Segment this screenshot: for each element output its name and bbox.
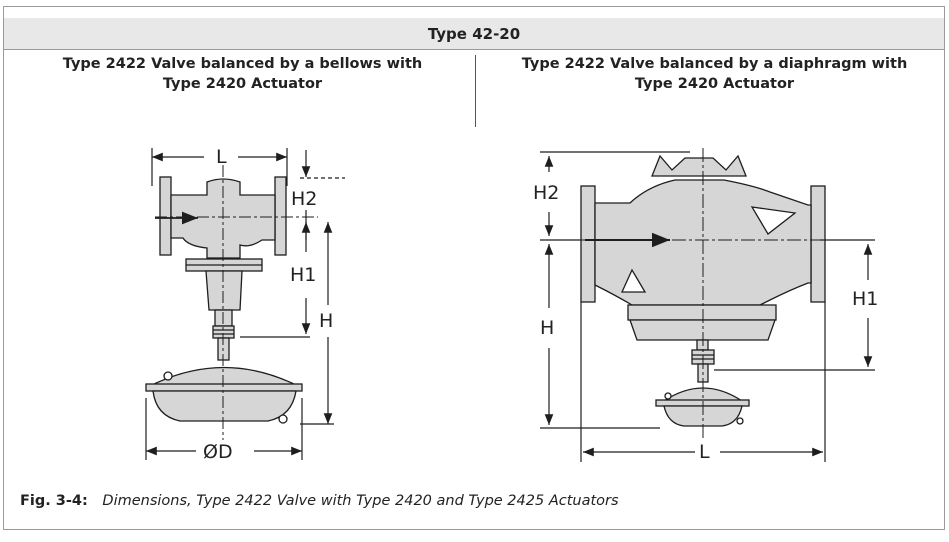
left-dim-L-label: L	[216, 146, 227, 168]
column-title-left-line2: Type 2420 Actuator	[162, 76, 323, 92]
left-valve-drawing	[145, 165, 318, 440]
figure-caption-label: Fig. 3-4:	[20, 493, 88, 509]
column-divider	[475, 55, 476, 127]
left-dim-H1-label: H1	[290, 264, 317, 286]
right-valve-outlet-flange	[810, 185, 826, 303]
right-valve-diaphragm-housing	[629, 319, 776, 341]
right-valve-inlet-flange	[580, 185, 596, 303]
right-dimension-lines	[540, 151, 875, 462]
left-valve-inlet-flange	[159, 176, 172, 256]
column-title-right-line2: Type 2420 Actuator	[634, 76, 795, 92]
figure-caption-text: Dimensions, Type 2422 Valve with Type 24…	[102, 493, 619, 509]
right-dim-H1-label: H1	[852, 288, 879, 310]
figure-caption: Fig. 3-4: Dimensions, Type 2422 Valve wi…	[20, 493, 619, 509]
right-dim-H2-label: H2	[533, 182, 560, 204]
left-dimension-lines	[145, 148, 345, 460]
right-valve-bonnet-flange	[627, 304, 777, 321]
right-valve-drawing	[580, 148, 840, 440]
left-dim-D-label: ØD	[203, 441, 233, 463]
right-dim-H-label: H	[540, 317, 555, 339]
left-dim-H-label: H	[319, 310, 334, 332]
left-dim-H2-label: H2	[291, 188, 318, 210]
column-title-left: Type 2422 Valve balanced by a bellows wi…	[20, 54, 465, 94]
figure-header-title: Type 42-20	[427, 24, 521, 43]
figure-header: Type 42-20	[4, 18, 944, 50]
left-actuator-flange	[145, 383, 303, 392]
left-actuator-lower-case	[152, 390, 297, 422]
left-valve-bellows-housing	[205, 270, 243, 311]
left-actuator-upper-diaphragm	[151, 366, 297, 386]
column-title-left-line1: Type 2422 Valve balanced by a bellows wi…	[62, 56, 423, 72]
right-valve-top-fitting	[651, 154, 747, 177]
left-valve-outlet-flange	[274, 176, 287, 256]
column-title-right-line1: Type 2422 Valve balanced by a diaphragm …	[521, 56, 908, 72]
right-actuator-lower-case	[663, 405, 743, 427]
column-title-right: Type 2422 Valve balanced by a diaphragm …	[482, 54, 947, 94]
right-dim-L-label: L	[699, 441, 710, 463]
